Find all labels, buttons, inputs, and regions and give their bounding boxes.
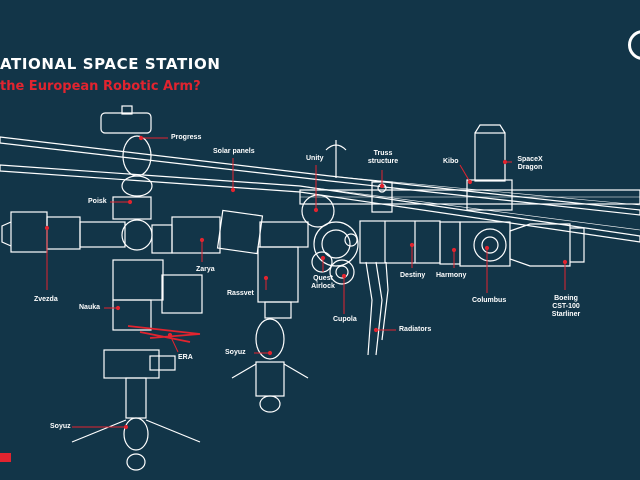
label-boeing-line2: CST-100 — [552, 303, 580, 310]
label-quest-line1: Quest — [313, 275, 333, 282]
label-soyuz-left: Soyuz — [50, 423, 71, 430]
poisk-module — [112, 196, 153, 251]
label-kibo: Kibo — [443, 158, 459, 165]
label-spacex-line2: Dragon — [517, 164, 543, 171]
nauka-module — [112, 259, 203, 331]
label-truss-line1: Truss — [373, 150, 393, 157]
label-rassvet: Rassvet — [227, 290, 254, 297]
label-spacex-line1: SpaceX — [517, 156, 543, 163]
label-truss-line2: structure — [367, 158, 399, 165]
page-subtitle: the European Robotic Arm? — [0, 79, 201, 94]
label-truss-structure: Truss structure — [366, 150, 400, 166]
rassvet-module — [257, 246, 299, 319]
label-unity: Unity — [306, 155, 324, 162]
zvezda-module — [1, 211, 126, 253]
label-progress: Progress — [171, 134, 202, 141]
radiators — [365, 261, 389, 356]
label-zvezda: Zvezda — [34, 296, 58, 303]
label-poisk: Poisk — [88, 198, 107, 205]
destiny-module — [359, 220, 441, 264]
soyuz-middle — [231, 318, 309, 413]
label-quest-airlock: Quest Airlock — [306, 275, 340, 291]
starliner-capsule — [509, 223, 585, 267]
label-boeing-starliner: Boeing CST-100 Starliner — [546, 295, 586, 319]
label-solar-panels: Solar panels — [213, 148, 255, 155]
label-radiators: Radiators — [399, 326, 432, 333]
label-cupola: Cupola — [333, 316, 357, 323]
label-soyuz-middle: Soyuz — [225, 349, 246, 356]
era-robotic-arm — [127, 325, 201, 343]
columbus-module — [459, 221, 511, 267]
label-columbus: Columbus — [472, 297, 507, 304]
label-harmony: Harmony — [436, 272, 467, 279]
label-destiny: Destiny — [400, 272, 426, 279]
truss-structure — [299, 181, 640, 213]
harmony-module — [439, 221, 461, 265]
quest-airlock — [311, 251, 355, 285]
label-zarya: Zarya — [196, 266, 215, 273]
page-title: ATIONAL SPACE STATION — [0, 55, 221, 73]
kibo-module — [466, 179, 513, 211]
label-boeing-line1: Boeing — [554, 295, 578, 302]
red-tag — [0, 453, 11, 462]
progress-module — [100, 105, 153, 197]
station-outline — [0, 105, 640, 471]
label-boeing-line3: Starliner — [551, 311, 581, 318]
label-nauka: Nauka — [79, 304, 101, 311]
label-era: ERA — [178, 354, 193, 361]
spacex-dragon — [474, 124, 506, 182]
soyuz-left — [71, 377, 201, 471]
unity-node — [301, 140, 359, 267]
label-spacex-dragon: SpaceX Dragon — [514, 156, 546, 172]
label-quest-line2: Airlock — [311, 283, 335, 290]
lower-module — [103, 349, 176, 379]
leader-lines — [44, 135, 568, 430]
